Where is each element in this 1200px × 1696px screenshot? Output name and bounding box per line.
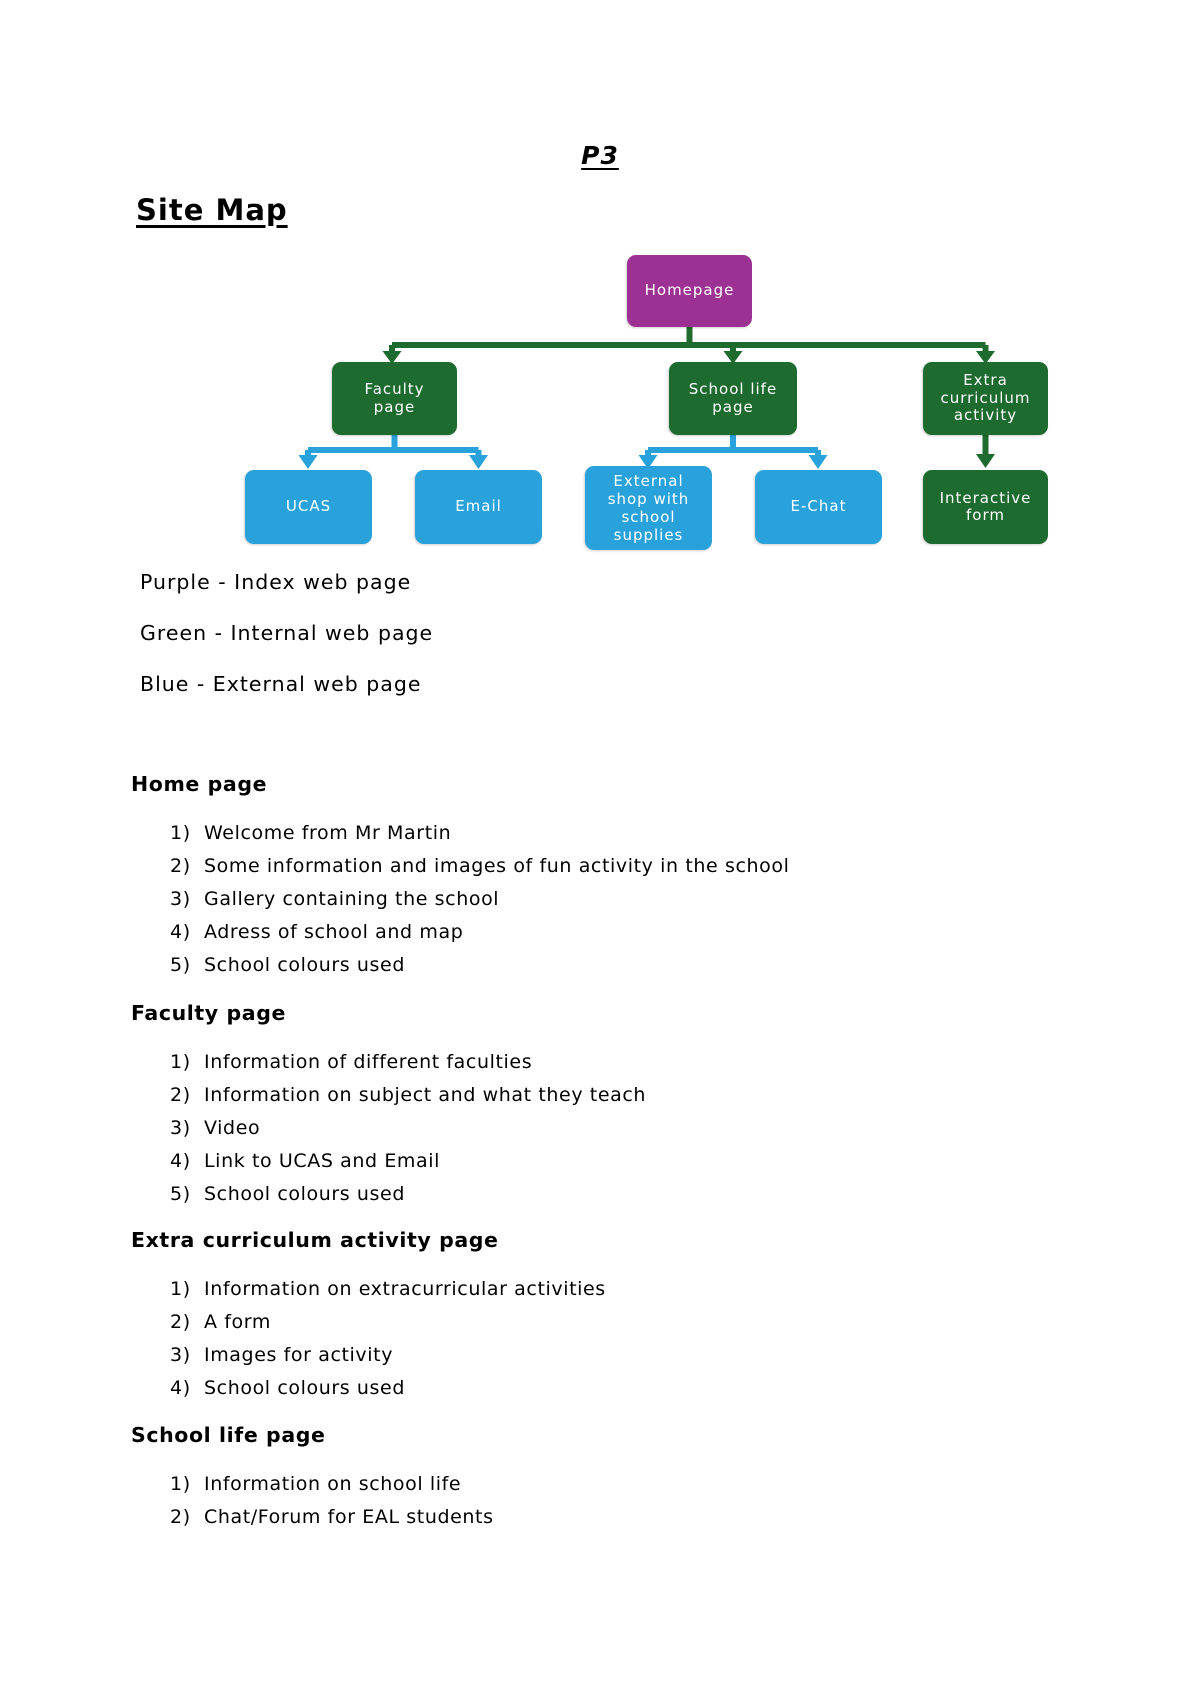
section-heading: Faculty page — [131, 1001, 286, 1025]
list-item-text: Gallery containing the school — [204, 888, 500, 910]
list-item-text: Some information and images of fun activ… — [204, 855, 790, 877]
section-heading: Extra curriculum activity page — [131, 1228, 499, 1252]
list-item-number: 2) — [170, 855, 191, 877]
list-item: 3) Gallery containing the school — [170, 883, 1091, 916]
list-item: 2) Some information and images of fun act… — [170, 850, 1091, 883]
list-item-text: School colours used — [204, 1183, 405, 1205]
node-homepage: Homepage — [627, 255, 752, 327]
node-external-shop-label: External shop with school supplies — [607, 472, 690, 544]
list-item-text: Information on school life — [204, 1473, 462, 1495]
list-item-text: Welcome from Mr Martin — [204, 822, 452, 844]
list-item-number: 5) — [170, 954, 191, 976]
list-item-text: Information of different faculties — [204, 1051, 533, 1073]
site-map-heading: Site Map — [136, 193, 288, 227]
list-item: 1) Information on school life — [170, 1468, 1091, 1501]
list-item: 1) Information of different faculties — [170, 1046, 1091, 1079]
list-item-number: 1) — [170, 1278, 191, 1300]
list-item: 1) Welcome from Mr Martin — [170, 817, 1091, 850]
section-heading: Home page — [131, 772, 268, 796]
node-external-shop: External shop with school supplies — [585, 466, 712, 550]
list-item-number: 2) — [170, 1084, 191, 1106]
list-item-text: Information on subject and what they tea… — [204, 1084, 647, 1106]
list-item-text: A form — [204, 1311, 271, 1333]
section-home-page: Home page 1) Welcome from Mr Martin 2) Som… — [131, 772, 1091, 982]
list-item-number: 4) — [170, 1377, 191, 1399]
node-e-chat: E-Chat — [755, 470, 882, 544]
list-item: 4) Link to UCAS and Email — [170, 1145, 1091, 1178]
sitemap-diagram: Homepage Faculty page School life page E… — [0, 0, 1200, 580]
legend-green: Green - Internal web page — [140, 621, 434, 645]
list-item-number: 1) — [170, 822, 191, 844]
node-ucas: UCAS — [245, 470, 372, 544]
list-item-number: 3) — [170, 888, 191, 910]
list-item-number: 1) — [170, 1051, 191, 1073]
list-item: 5) School colours used — [170, 1178, 1091, 1211]
list-item-text: School colours used — [204, 954, 405, 976]
node-e-chat-label: E-Chat — [790, 497, 847, 516]
color-legend: Purple - Index web page Green - Internal… — [140, 566, 433, 719]
node-faculty-page: Faculty page — [332, 362, 457, 435]
list-item: 2) Chat/Forum for EAL students — [170, 1501, 1091, 1534]
legend-blue: Blue - External web page — [140, 672, 422, 696]
node-email-label: Email — [455, 497, 502, 516]
node-school-life-page-label: School life page — [688, 380, 778, 416]
section-heading: School life page — [131, 1423, 326, 1447]
list-item-number: 4) — [170, 1150, 191, 1172]
legend-purple: Purple - Index web page — [140, 570, 412, 594]
node-extra-curriculum-activity-label: Extra curriculum activity — [940, 371, 1031, 425]
list-item: 1) Information on extracurricular activit… — [170, 1273, 1091, 1306]
node-school-life-page: School life page — [669, 362, 797, 435]
list-item-number: 5) — [170, 1183, 191, 1205]
list-item-number: 2) — [170, 1311, 191, 1333]
section-extra-curriculum-page: Extra curriculum activity page 1) Informa… — [131, 1228, 1091, 1405]
list-item-number: 3) — [170, 1117, 191, 1139]
node-ucas-label: UCAS — [285, 497, 332, 516]
list-item: 2) A form — [170, 1306, 1091, 1339]
page-title: P3 — [581, 141, 619, 170]
list-item: 2) Information on subject and what they t… — [170, 1079, 1091, 1112]
list-item-text: Information on extracurricular activitie… — [204, 1278, 606, 1300]
list-item: 4) School colours used — [170, 1372, 1091, 1405]
node-faculty-page-label: Faculty page — [364, 380, 425, 416]
list-item-text: Images for activity — [204, 1344, 394, 1366]
list-item: 4) Adress of school and map — [170, 916, 1091, 949]
list-item-text: School colours used — [204, 1377, 405, 1399]
sitemap-connectors — [298, 324, 995, 469]
node-extra-curriculum-activity: Extra curriculum activity — [923, 362, 1048, 435]
list-item-number: 4) — [170, 921, 191, 943]
section-faculty-page: Faculty page 1) Information of different … — [131, 1001, 1091, 1211]
list-item-text: Video — [204, 1117, 261, 1139]
node-interactive-form-label: Interactive form — [939, 488, 1032, 524]
list-item-number: 2) — [170, 1506, 191, 1528]
list-item: 3) Video — [170, 1112, 1091, 1145]
section-school-life-page: School life page 1) Information on school… — [131, 1423, 1091, 1534]
list-item-number: 3) — [170, 1344, 191, 1366]
node-homepage-label: Homepage — [644, 281, 735, 300]
list-item: 5) School colours used — [170, 949, 1091, 982]
list-item-text: Chat/Forum for EAL students — [204, 1506, 494, 1528]
list-item-number: 1) — [170, 1473, 191, 1495]
list-item-text: Adress of school and map — [204, 921, 464, 943]
node-interactive-form: Interactive form — [923, 470, 1048, 544]
list-item-text: Link to UCAS and Email — [204, 1150, 441, 1172]
list-item: 3) Images for activity — [170, 1339, 1091, 1372]
node-email: Email — [415, 470, 542, 544]
